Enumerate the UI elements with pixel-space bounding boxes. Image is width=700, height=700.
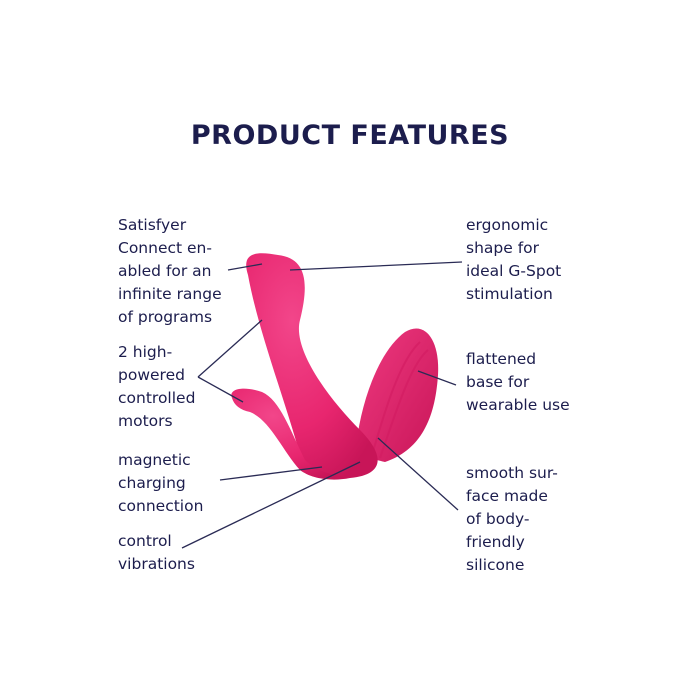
page-title: PRODUCT FEATURES xyxy=(190,120,510,151)
feature-silicone-surface: smooth sur- face made of body- friendly … xyxy=(466,464,558,574)
feature-ergonomic-shape: ergonomic shape for ideal G-Spot stimula… xyxy=(466,216,562,303)
main-arm-shape xyxy=(246,253,378,478)
leader-lines xyxy=(181,261,463,549)
feature-control-vibrations: control vibrations xyxy=(118,532,195,573)
feature-flattened-base: flattened base for wearable use xyxy=(466,350,570,414)
small-arm-shape xyxy=(231,388,350,480)
feature-app-connect: Satisfyer Connect en- abled for an infin… xyxy=(118,216,222,326)
feature-magnetic-charging: magnetic charging connection xyxy=(118,451,204,515)
feature-motors: 2 high- powered controlled motors xyxy=(118,343,196,430)
